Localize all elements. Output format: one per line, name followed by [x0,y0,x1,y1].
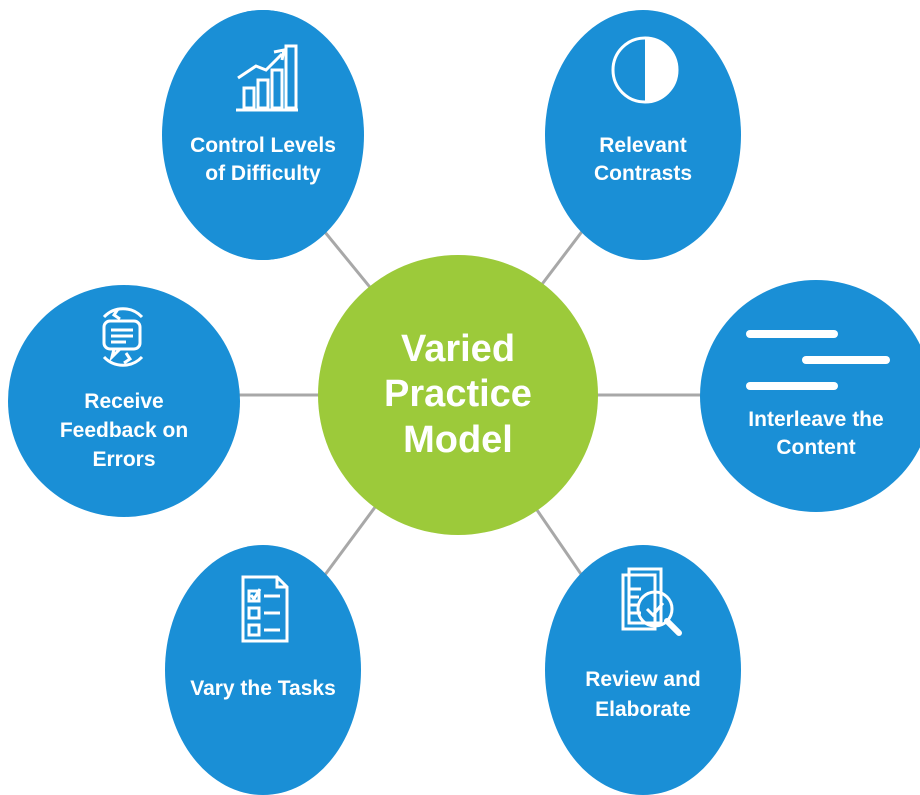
varied-practice-diagram: Varied Practice Model Control Levels of … [8,10,920,795]
node-review-elaborate: Review and Elaborate [545,545,741,795]
center-node: Varied Practice Model [318,255,598,535]
node-relevant-contrasts-label: Relevant Contrasts [593,134,693,185]
center-title: Varied Practice Model [384,327,532,461]
interleaved-lines-icon [746,330,890,390]
node-review-elaborate-label: Review and Elaborate [585,668,701,721]
chat-feedback-cycle-icon [102,307,144,367]
node-vary-tasks: Vary the Tasks [165,545,361,795]
node-receive-feedback-label: Receive Feedback on Errors [59,390,189,471]
node-interleave-label: Interleave the Content [748,408,884,459]
node-control-levels-label: Control Levels of Difficulty [190,134,336,185]
node-relevant-contrasts: Relevant Contrasts [545,10,741,260]
task-checklist-icon [241,575,289,643]
node-control-levels-circle: Control Levels of Difficulty [162,10,364,260]
node-interleave: Interleave the Content [700,280,920,512]
document-magnifier-check-icon [621,567,682,636]
bar-chart-growth-icon [236,44,298,112]
half-circle-contrast-icon [611,36,679,104]
node-vary-tasks-label: Vary the Tasks [190,677,336,700]
node-receive-feedback: Receive Feedback on Errors [8,285,240,517]
